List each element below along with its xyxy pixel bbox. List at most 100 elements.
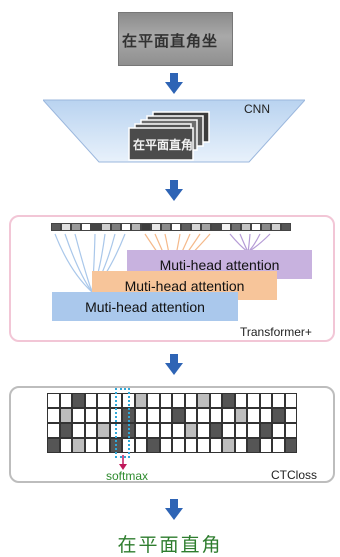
token-cell [271,223,281,231]
column-selector [115,388,130,458]
grid-cell [284,438,297,453]
token-cell [151,223,161,231]
grid-cell [184,423,197,438]
probability-grid [47,393,297,453]
grid-cell [134,393,147,408]
grid-cell [147,438,160,453]
grid-cell [247,393,260,408]
token-cell [61,223,71,231]
cnn-label: CNN [244,102,270,116]
token-cell [101,223,111,231]
grid-cell [209,393,222,408]
grid-cell [159,438,172,453]
grid-cell [47,393,60,408]
output-text: 在平面直角 [117,534,223,556]
grid-cell [97,423,110,438]
grid-cell [247,408,260,423]
token-cell [121,223,131,231]
grid-cell [72,438,85,453]
transformer-label: Transformer+ [240,325,312,339]
grid-cell [272,408,285,423]
grid-cell [47,423,60,438]
input-image-text: 在平面直角坐 [122,32,219,50]
grid-cell [284,423,297,438]
token-cell [131,223,141,231]
grid-cell [209,423,222,438]
token-cell [211,223,221,231]
grid-cell [172,408,185,423]
grid-cell [59,423,72,438]
grid-cell [97,393,110,408]
grid-cell [222,393,235,408]
grid-cell [72,393,85,408]
grid-cell [247,438,260,453]
grid-cell [134,438,147,453]
grid-cell [222,408,235,423]
grid-cell [172,393,185,408]
grid-cell [284,408,297,423]
token-sequence [51,223,293,233]
grid-cell [259,393,272,408]
grid-cell [259,438,272,453]
ctc-loss-label: CTCloss [271,468,318,482]
grid-cell [234,438,247,453]
grid-cell [197,408,210,423]
token-cell [71,223,81,231]
grid-cell [197,393,210,408]
grid-cell [159,423,172,438]
grid-cell [184,393,197,408]
grid-cell [47,438,60,453]
grid-cell [147,393,160,408]
grid-cell [222,438,235,453]
grid-cell [159,393,172,408]
grid-cell [84,393,97,408]
cnn-feature-map [128,127,194,161]
token-cell [281,223,291,231]
token-cell [221,223,231,231]
grid-cell [272,438,285,453]
token-cell [91,223,101,231]
down-arrow-icon [165,354,183,375]
grid-cell [72,423,85,438]
grid-cell [272,423,285,438]
grid-cell [197,438,210,453]
token-cell [51,223,61,231]
grid-cell [84,423,97,438]
input-text-image: 在平面直角坐 [118,12,233,66]
grid-cell [272,393,285,408]
token-cell [111,223,121,231]
grid-cell [97,438,110,453]
grid-cell [84,408,97,423]
grid-cell [84,438,97,453]
grid-cell [172,438,185,453]
cnn-feature-text: 在平面直角 [133,137,193,152]
cnn-block: 在平面直角 [43,99,305,163]
grid-cell [184,408,197,423]
grid-cell [222,423,235,438]
token-cell [181,223,191,231]
grid-cell [147,423,160,438]
token-cell [191,223,201,231]
token-cell [241,223,251,231]
grid-cell [134,408,147,423]
grid-cell [184,438,197,453]
grid-cell [97,408,110,423]
grid-cell [197,423,210,438]
token-cell [251,223,261,231]
grid-cell [284,393,297,408]
grid-cell [59,408,72,423]
grid-cell [172,423,185,438]
down-arrow-icon [165,180,183,201]
grid-cell [234,423,247,438]
grid-cell [47,408,60,423]
grid-cell [259,423,272,438]
token-cell [81,223,91,231]
grid-cell [72,408,85,423]
token-cell [231,223,241,231]
softmax-label: softmax [106,469,149,483]
token-cell [261,223,271,231]
token-cell [141,223,151,231]
grid-cell [59,438,72,453]
grid-cell [159,408,172,423]
grid-cell [209,438,222,453]
